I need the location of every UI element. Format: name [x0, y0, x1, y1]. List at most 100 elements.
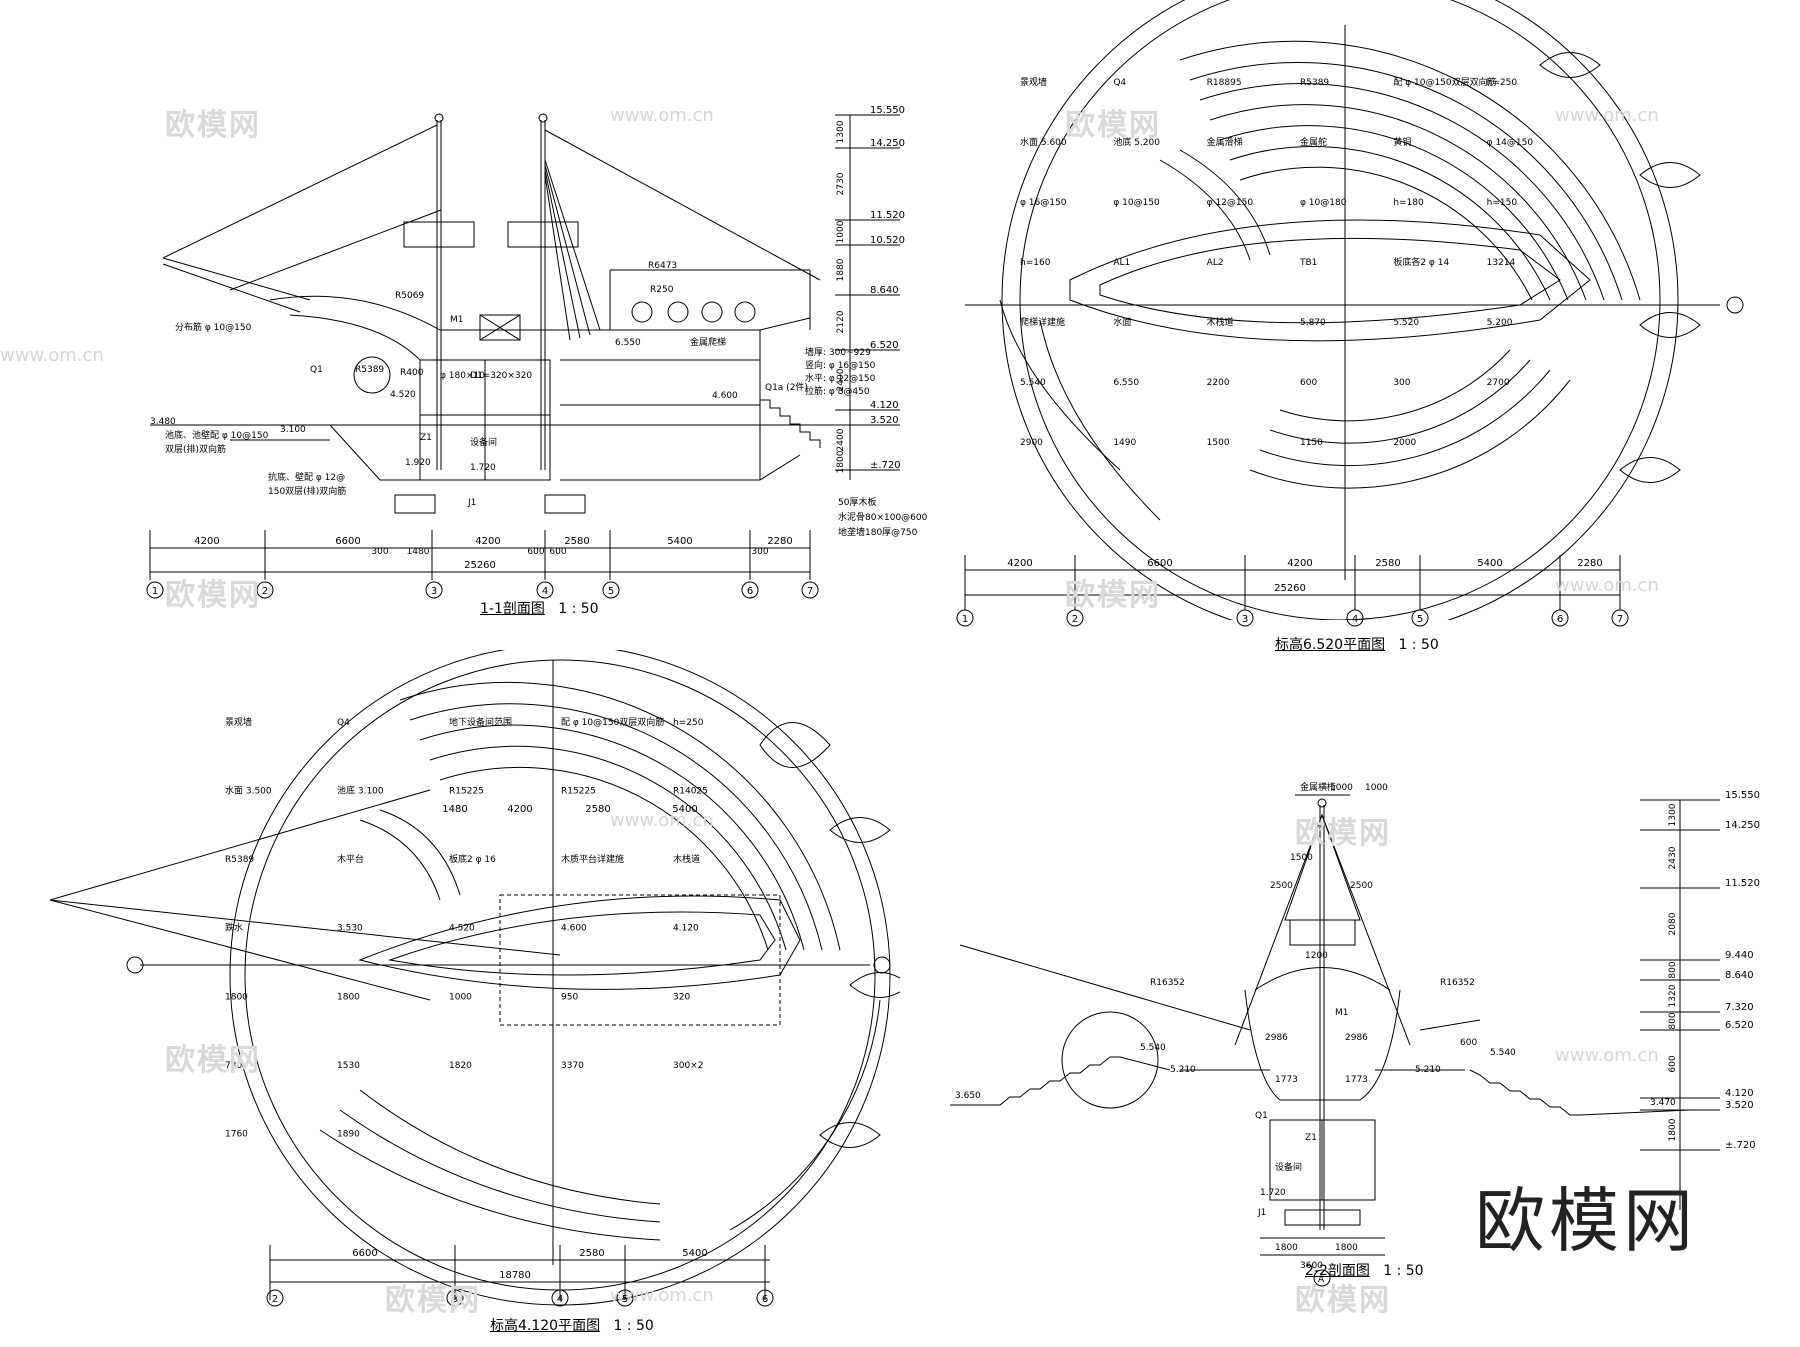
dimension-label: 1300: [1668, 803, 1678, 826]
axis-bubble-label: 6: [1557, 614, 1563, 625]
annotation-label: 木栈道: [1207, 316, 1234, 328]
annotation-label: 1.920: [405, 458, 431, 468]
annotation-label: 3.480: [150, 417, 176, 427]
dimension-label: 800: [1668, 961, 1678, 978]
dimension-label: 300: [371, 547, 388, 557]
annotation-label: 2986: [1345, 1033, 1368, 1043]
annotation-label: 5.200: [1487, 318, 1513, 328]
axis-bubble: [1611, 609, 1629, 627]
annotation-label: 2900: [1020, 438, 1043, 448]
annotation-label: 木栈道: [673, 853, 700, 865]
annotation-label: Z1: [420, 433, 432, 443]
dimension-label: 4200: [475, 536, 500, 547]
annotation-label: 1800: [225, 992, 248, 1002]
annotation-label: 600: [1460, 1038, 1477, 1048]
watermark-url: www.om.cn: [610, 1285, 714, 1306]
watermark: 欧模网: [165, 108, 261, 143]
annotation-label: R5389: [1300, 78, 1329, 88]
annotation-label: φ 180×10: [440, 371, 485, 381]
elevation-label: 7.320: [1725, 1002, 1754, 1013]
annotation-label: R5389: [225, 855, 254, 865]
annotation-label: h=160: [1020, 258, 1051, 268]
title-text: 标高6.520平面图: [1275, 637, 1386, 653]
watermark-url: www.om.cn: [0, 345, 104, 366]
annotation-label: 景观墙: [225, 716, 252, 728]
axis-bubble-label: 3: [1242, 614, 1248, 625]
elevation-label: 14.250: [870, 138, 905, 149]
brand-logo: 欧模网: [1475, 1180, 1697, 1262]
dimension-label: 5400: [1477, 558, 1502, 569]
watermark: 欧模网: [1065, 578, 1161, 613]
dimension-label: 800: [1668, 1012, 1678, 1029]
dimension-label: 4200: [1007, 558, 1032, 569]
elevation-label: ±.720: [870, 460, 901, 471]
annotation-label: 景观墙: [1020, 76, 1047, 88]
elevation-label: 6.520: [1725, 1020, 1754, 1031]
axis-bubble-label: 2: [1072, 614, 1078, 625]
elevation-label: 11.520: [1725, 878, 1760, 889]
elevation-label: 15.550: [870, 105, 905, 116]
elevation-label: 11.520: [870, 210, 905, 221]
annotation-label: 1.720: [470, 463, 496, 473]
dimension-label: 1880: [836, 258, 846, 281]
dimension-label: 600: [1668, 1055, 1678, 1072]
dimension-label: 1480: [442, 804, 467, 815]
watermark: 欧模网: [165, 1043, 261, 1078]
dimension-label: 2580: [564, 536, 589, 547]
annotation-label: 13214: [1487, 258, 1516, 268]
annotation-label: 池底、池壁配 φ 10@150: [165, 429, 269, 441]
dimension-label: 6600: [335, 536, 360, 547]
annotation-label: 1000: [449, 992, 472, 1002]
elevation-label: 4.120: [870, 400, 899, 411]
annotation-label: AL2: [1207, 258, 1224, 268]
annotation-label: 水面 5.600: [1020, 136, 1067, 148]
annotation-label: 金属滑梯: [1207, 136, 1243, 148]
watermark: 欧模网: [1295, 816, 1391, 851]
dimension-label: 2730: [836, 172, 846, 195]
annotation-label: 3.650: [955, 1091, 981, 1101]
title-text: 1-1剖面图: [480, 601, 545, 617]
plan-6520-drawing: [964, 0, 1744, 620]
axis-bubble: [1411, 609, 1429, 627]
axis-bubble-label: 4: [557, 1294, 563, 1305]
annotation-label: 1890: [337, 1129, 360, 1139]
axis-bubble: [1236, 609, 1254, 627]
dimension-label: 600: [549, 547, 566, 557]
axis-bubble-label: 2: [262, 586, 268, 597]
annotation-label: 木平台: [337, 853, 364, 865]
annotation-label: φ 10@150: [1113, 198, 1160, 208]
annotation-label: 5.520: [1393, 318, 1419, 328]
annotation-label: R6473: [648, 261, 677, 271]
annotation-label: 2000: [1393, 438, 1416, 448]
annotation-label: AL1: [1113, 258, 1130, 268]
annotation-label: 池底 5.200: [1113, 136, 1160, 148]
watermark-url: www.om.cn: [610, 105, 714, 126]
elevation-label: 3.520: [870, 415, 899, 426]
watermark-url: www.om.cn: [1555, 105, 1659, 126]
annotation-label: 600: [1300, 378, 1317, 388]
annotation-label: 4.520: [449, 924, 475, 934]
annotation-label: 5.540: [1490, 1048, 1516, 1058]
annotation-label: h=180: [1393, 198, 1424, 208]
section-2-2-labels: 15.55014.25011.5209.4408.6407.3206.5204.…: [955, 781, 1760, 1285]
annotation-label: 板底2 φ 16: [449, 853, 496, 865]
annotation-label: R15225: [561, 787, 596, 797]
elevation-label: 14.250: [1725, 820, 1760, 831]
annotation-label: 1490: [1113, 438, 1136, 448]
dimension-label: 4200: [507, 804, 532, 815]
annotation-label: TB1: [1299, 258, 1317, 268]
annotation-label: 2500: [1350, 881, 1373, 891]
annotation-label: 水面: [1113, 316, 1131, 328]
annotation-label: R14025: [673, 787, 708, 797]
plan-4120-drawing: [49, 650, 900, 1307]
annotation-label: 950: [561, 992, 578, 1002]
annotation-label: 1500: [1290, 853, 1313, 863]
title-scale: 1 : 50: [558, 601, 599, 617]
annotation-label: 拉筋: φ 8@450: [805, 385, 870, 397]
dimension-label: 1320: [1668, 984, 1678, 1007]
annotation-label: 1000: [1365, 783, 1388, 793]
axis-bubble-label: 5: [1417, 614, 1423, 625]
elevation-label: ±.720: [1725, 1140, 1756, 1151]
watermark: 欧模网: [165, 578, 261, 613]
annotation-label: φ 10@180: [1300, 198, 1347, 208]
